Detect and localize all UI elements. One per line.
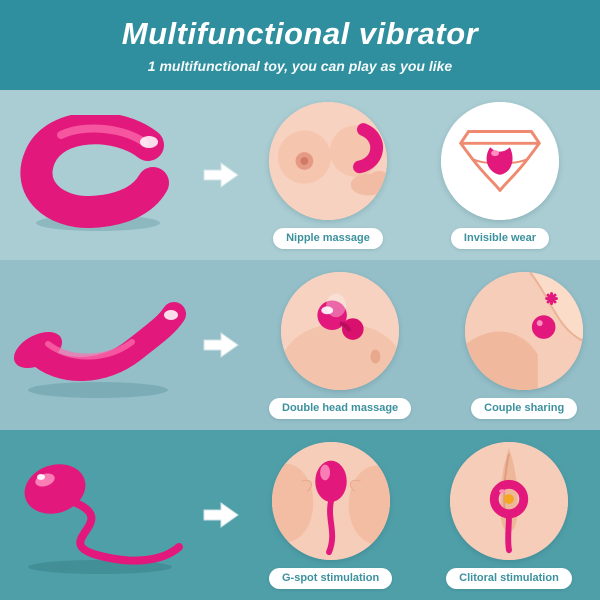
arrow-right-icon bbox=[195, 160, 247, 190]
use-label: G-spot stimulation bbox=[269, 567, 393, 589]
row-double-couple: Double head massage bbox=[0, 260, 600, 430]
uses-row-1: Nipple massage Invisible wear bbox=[247, 101, 559, 249]
u-shape-clip-vibrator-image bbox=[0, 115, 195, 235]
page-title: Multifunctional vibrator bbox=[121, 16, 479, 51]
use-label: Couple sharing bbox=[471, 397, 578, 419]
u-shape-clip-vibrator-icon bbox=[19, 115, 169, 231]
use-item: Double head massage bbox=[269, 271, 412, 419]
use-label: Double head massage bbox=[269, 397, 412, 419]
use-item: Nipple massage bbox=[269, 101, 387, 249]
row-nipple-invisible: Nipple massage Invisible wear bbox=[0, 90, 600, 260]
double-head-massage-illustration bbox=[281, 271, 400, 390]
curved-wearable-vibrator-icon bbox=[13, 301, 186, 398]
arrow-right-icon bbox=[195, 330, 247, 360]
clitoral-stimulation-illustration bbox=[449, 441, 568, 560]
use-item: Clitoral stimulation bbox=[446, 441, 572, 589]
egg-vibrator-with-tail-icon bbox=[24, 463, 183, 574]
egg-vibrator-with-tail-image bbox=[0, 453, 195, 578]
g-spot-stimulation-illustration bbox=[271, 441, 390, 560]
use-item: Couple sharing bbox=[465, 271, 584, 419]
nipple-massage-illustration bbox=[269, 101, 387, 220]
row-gspot-clitoral: G-spot stimulation Clitoral stimulation bbox=[0, 430, 600, 600]
invisible-wear-illustration bbox=[441, 101, 559, 220]
use-label: Invisible wear bbox=[450, 227, 550, 249]
header-banner: Multifunctional vibrator 1 multifunction… bbox=[0, 0, 600, 90]
use-label: Clitoral stimulation bbox=[446, 567, 572, 589]
page-subtitle: 1 multifunctional toy, you can play as y… bbox=[147, 58, 453, 74]
uses-row-2: Double head massage bbox=[247, 271, 584, 419]
uses-row-3: G-spot stimulation Clitoral stimulation bbox=[247, 441, 572, 589]
use-label: Nipple massage bbox=[273, 227, 383, 249]
curved-wearable-vibrator-image bbox=[0, 288, 195, 403]
use-item: Invisible wear bbox=[441, 101, 559, 249]
arrow-right-icon bbox=[195, 500, 247, 530]
couple-sharing-illustration bbox=[465, 271, 584, 390]
use-item: G-spot stimulation bbox=[269, 441, 393, 589]
